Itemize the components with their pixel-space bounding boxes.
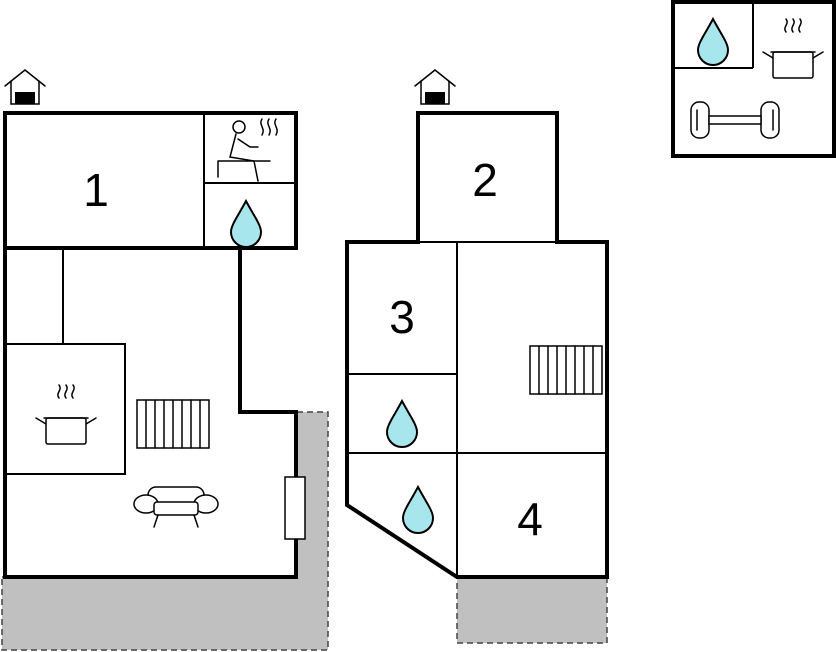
stairs-icon xyxy=(136,399,210,449)
entrance-icon-left xyxy=(4,69,46,105)
dumbbell-icon xyxy=(690,101,780,139)
facilities-legend xyxy=(671,0,836,158)
right-building xyxy=(345,111,609,579)
stairs-icon xyxy=(529,345,603,395)
sofa-icon xyxy=(133,486,219,528)
room-number-4: 4 xyxy=(517,493,543,545)
entrance-icon-right xyxy=(414,69,456,105)
water-drop-icon xyxy=(402,486,434,534)
water-drop-icon xyxy=(697,18,729,66)
room-number-3: 3 xyxy=(389,291,415,343)
window xyxy=(284,476,306,540)
left-building xyxy=(3,111,306,579)
cooking-pot-icon xyxy=(762,18,824,79)
water-drop-icon xyxy=(386,400,418,448)
cooking-pot-icon xyxy=(35,384,97,445)
room-number-1: 1 xyxy=(83,164,109,216)
terrace-right xyxy=(456,576,608,644)
sauna-icon xyxy=(217,118,278,182)
water-drop-icon xyxy=(230,200,262,248)
room-number-2: 2 xyxy=(472,154,498,206)
